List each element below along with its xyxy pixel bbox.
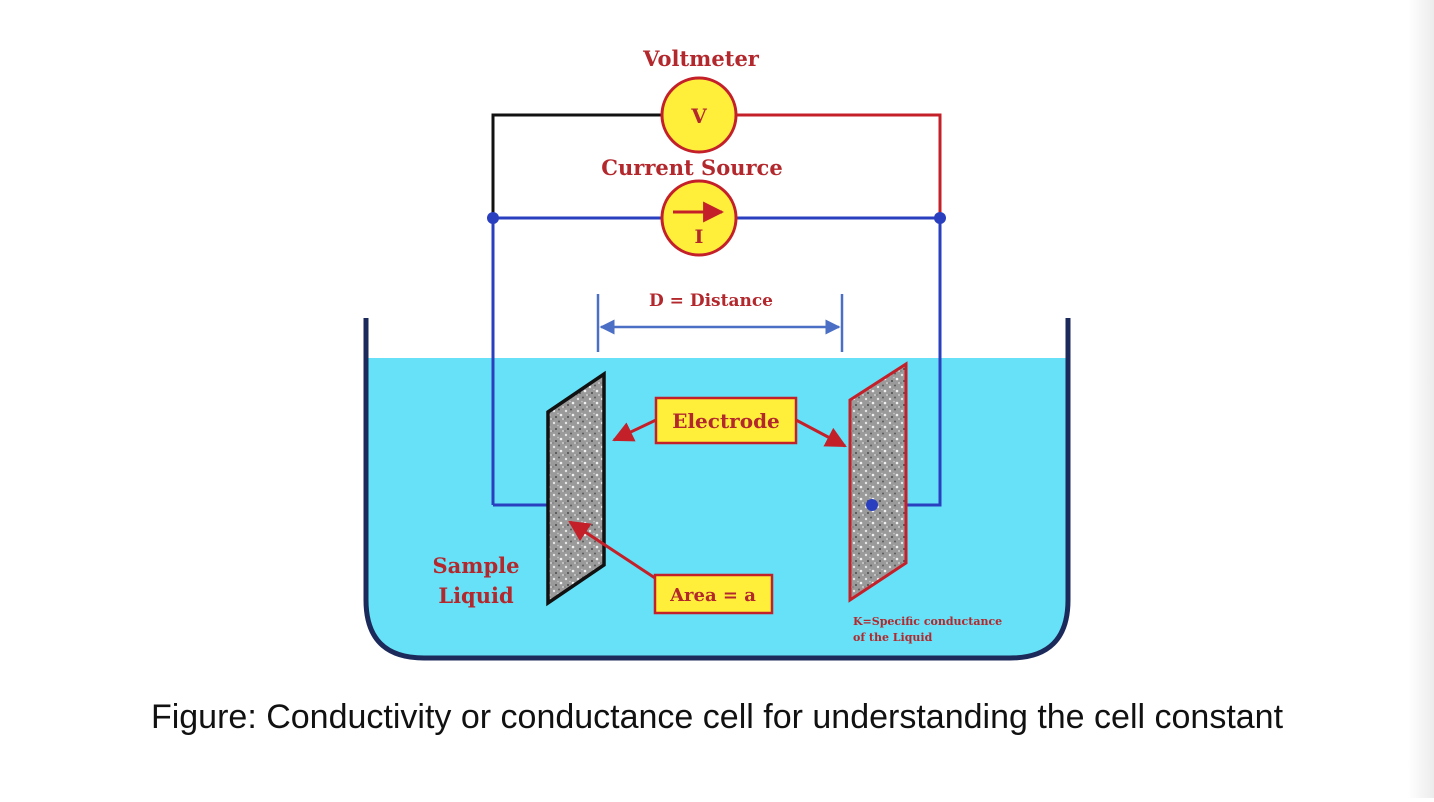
junction-right [934,212,946,224]
sample-liquid-label-line2: Liquid [438,583,514,608]
electrode-label: Electrode [672,409,780,433]
left-electrode [546,370,606,607]
electrode-label-box [654,396,798,445]
electrode-arrow-left [612,418,657,442]
area-arrow [568,520,656,580]
specific-conductance-label-line2: of the Liquid [853,631,933,644]
area-label: Area = a [669,585,756,606]
current-source-symbol: I [695,226,704,248]
specific-conductance-label-line1: K=Specific conductance [853,615,1002,628]
beaker-outline [363,318,1071,661]
sample-liquid-label-line1: Sample [432,553,519,578]
right-electrode [848,361,908,603]
voltmeter-icon [660,76,738,154]
page-edge-shadow [1408,0,1434,798]
voltmeter-label: Voltmeter [642,46,760,71]
electrode-arrow-right [795,418,847,448]
area-label-box [653,573,774,615]
distance-label: D = Distance [649,291,773,311]
voltmeter-symbol: V [690,104,707,128]
electrode-contact [866,499,878,511]
junction-left [487,212,499,224]
figure-caption: Figure: Conductivity or conductance cell… [150,698,1284,736]
current-source-label: Current Source [601,155,782,180]
current-source-icon [660,179,738,257]
